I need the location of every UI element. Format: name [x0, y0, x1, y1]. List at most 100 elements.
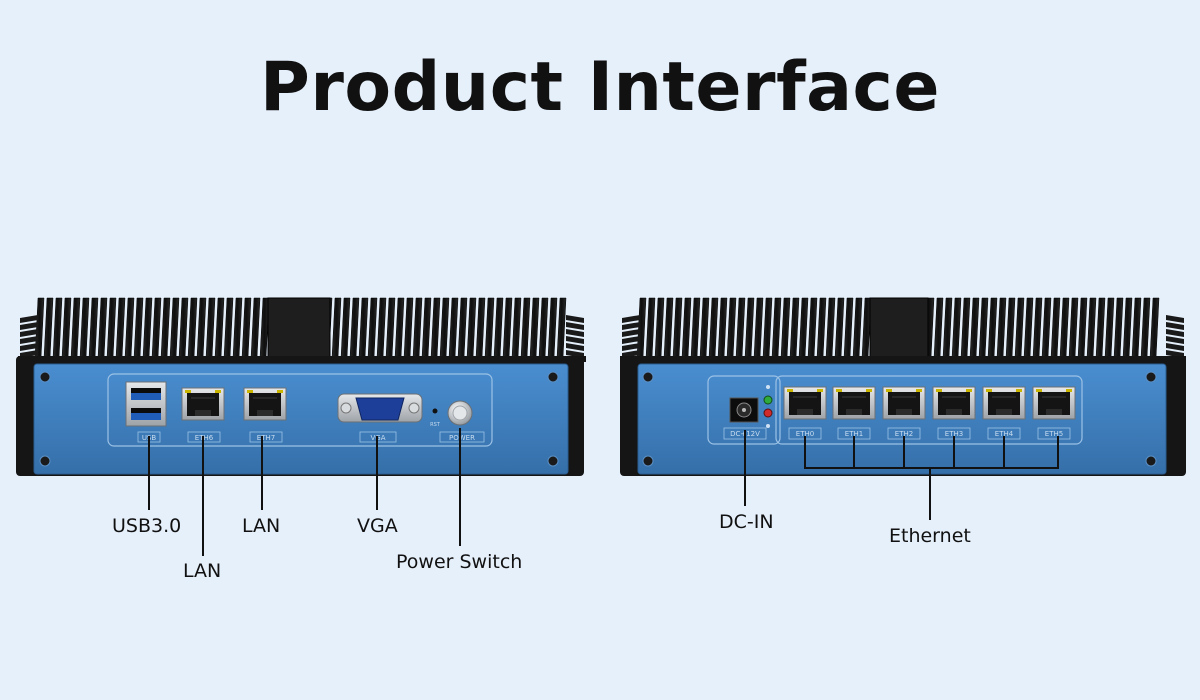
heatsink-side-fin — [20, 315, 38, 323]
heatsink-side-fin — [566, 329, 584, 337]
heatsink-side-fin — [1166, 322, 1184, 330]
heatsink-fin — [852, 297, 863, 359]
heatsink-fin — [1023, 297, 1034, 359]
heatsink-fin — [160, 297, 171, 359]
heatsink-side-fin — [20, 322, 38, 330]
power-switch — [447, 400, 473, 426]
heatsink-fin — [1032, 297, 1043, 359]
heatsink-fin — [97, 297, 108, 359]
heatsink-side-fin — [622, 315, 640, 323]
heatsink-fin — [169, 297, 180, 359]
heatsink-fin — [708, 297, 719, 359]
heatsink-fin — [681, 297, 692, 359]
heatsink-fin — [448, 297, 459, 359]
heatsink-fin — [933, 297, 944, 359]
heatsink-fin — [385, 297, 396, 359]
front-unit: USB ETH6 ETH7 VGA RST POWER — [16, 297, 586, 556]
eth4-port — [982, 386, 1026, 420]
heatsink-fin — [969, 297, 980, 359]
page-title: Product Interface — [260, 48, 940, 127]
usb-ports — [125, 381, 167, 427]
eth3-label: ETH3 — [945, 430, 963, 438]
heatsink-fin — [1086, 297, 1097, 359]
heatsink-fin — [493, 297, 504, 359]
heatsink-fin — [187, 297, 198, 359]
heatsink-side-fin — [622, 336, 640, 344]
heatsink-side-fin — [20, 329, 38, 337]
eth0-label: ETH0 — [796, 430, 814, 438]
heatsink-fin — [636, 297, 647, 359]
eth5-port — [1032, 386, 1076, 420]
heatsink-fin — [1050, 297, 1061, 359]
heatsink-fin — [1149, 297, 1160, 359]
eth3-port — [932, 386, 976, 420]
heatsink-fin — [960, 297, 971, 359]
heatsink-fin — [1104, 297, 1115, 359]
heatsink-fin — [744, 297, 755, 359]
callout-lan-right: LAN — [242, 515, 281, 537]
eth1-port — [832, 386, 876, 420]
callout-vga: VGA — [357, 515, 398, 537]
heatsink-fin — [124, 297, 135, 359]
heatsink-fin — [645, 297, 656, 359]
heatsink-fin — [70, 297, 81, 359]
heatsink-fin — [502, 297, 513, 359]
rear-callout-lines — [744, 430, 1059, 520]
heatsink-fin — [412, 297, 423, 359]
heatsink-side-fin — [20, 343, 38, 351]
callout-power-switch: Power Switch — [396, 551, 523, 573]
heatsink-fin — [52, 297, 63, 359]
heatsink-side-fin — [566, 343, 584, 351]
callout-lan-left: LAN — [183, 560, 222, 582]
heatsink-fin — [214, 297, 225, 359]
heatsink-fin — [1140, 297, 1151, 359]
heatsink-fin — [250, 297, 261, 359]
heatsink-fin — [520, 297, 531, 359]
heatsink-fin — [1014, 297, 1025, 359]
callout-ethernet: Ethernet — [889, 525, 971, 547]
heatsink-fin — [996, 297, 1007, 359]
heatsink-side-fin — [1166, 315, 1184, 323]
heatsink-fin — [466, 297, 477, 359]
heatsink-fin — [672, 297, 683, 359]
eth5-label: ETH5 — [1045, 430, 1063, 438]
eth6-label: ETH6 — [195, 434, 214, 442]
heatsink-fin — [34, 297, 45, 359]
heatsink-fin — [1068, 297, 1079, 359]
heatsink-fin — [663, 297, 674, 359]
heatsink-fin — [331, 297, 342, 359]
heatsink-fin — [205, 297, 216, 359]
heatsink-fin — [133, 297, 144, 359]
heatsink-fin — [232, 297, 243, 359]
power-label: POWER — [449, 434, 475, 442]
eth2-port — [882, 386, 926, 420]
heatsink-fin — [106, 297, 117, 359]
heatsink-fin — [421, 297, 432, 359]
heatsink-fin — [241, 297, 252, 359]
heatsink-fin — [654, 297, 665, 359]
heatsink-fin — [547, 297, 558, 359]
heatsink-side-fin — [566, 315, 584, 323]
heatsink-fin — [1131, 297, 1142, 359]
heatsink-fin — [1113, 297, 1124, 359]
heatsink-side-fin — [1166, 329, 1184, 337]
heatsink-fin — [726, 297, 737, 359]
heatsink-fin — [699, 297, 710, 359]
heatsink-fin — [1095, 297, 1106, 359]
heatsink-fin — [843, 297, 854, 359]
heatsink-side-fin — [566, 322, 584, 330]
heatsink-fin — [196, 297, 207, 359]
vga-label: VGA — [370, 434, 385, 442]
eth2-label: ETH2 — [895, 430, 913, 438]
heatsink-fin — [1122, 297, 1133, 359]
heatsink-side-fin — [622, 329, 640, 337]
heatsink-fin — [798, 297, 809, 359]
heatsink-fin — [88, 297, 99, 359]
heatsink-fin — [475, 297, 486, 359]
heatsink-fin — [780, 297, 791, 359]
heatsink-fin — [178, 297, 189, 359]
eth4-label: ETH4 — [995, 430, 1014, 438]
front-panel — [33, 363, 569, 475]
callout-usb30: USB3.0 — [112, 515, 182, 537]
